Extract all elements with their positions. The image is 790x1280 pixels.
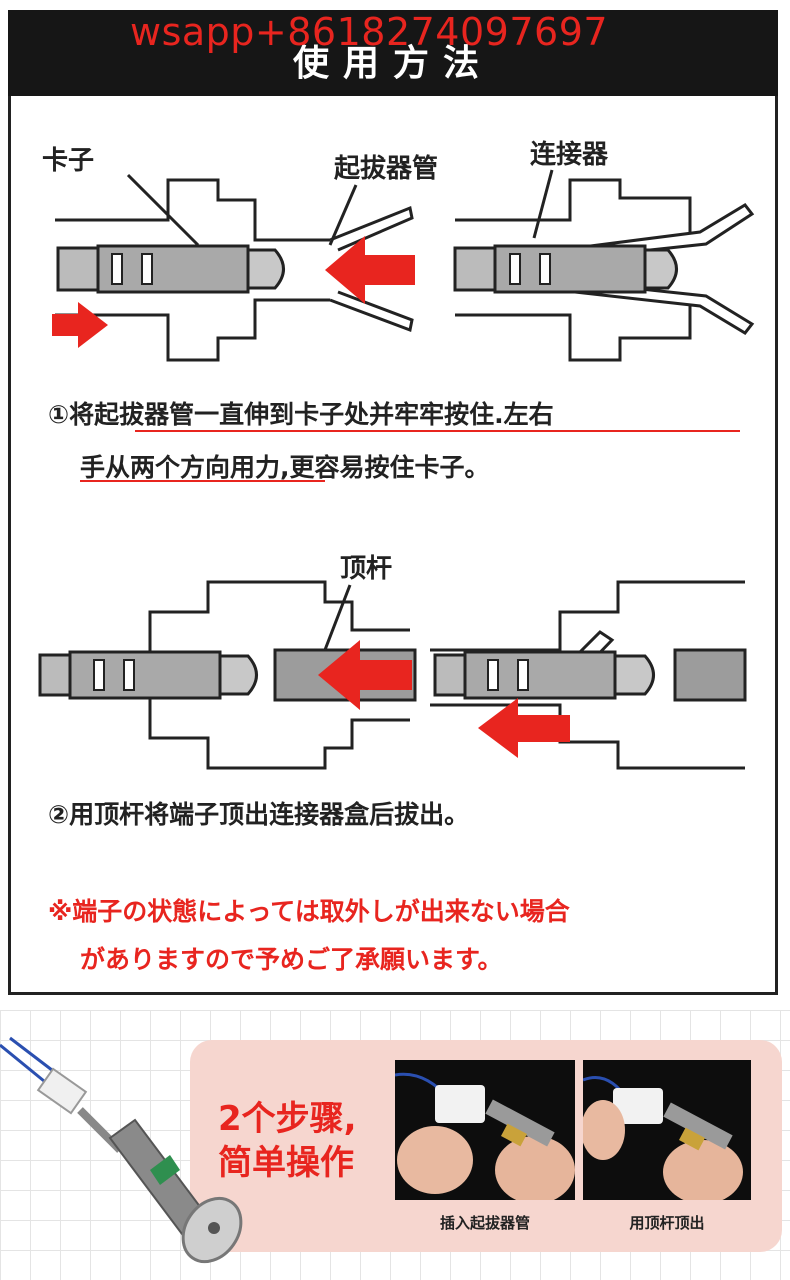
instruction-card [8, 10, 778, 995]
promo-headline-2: 简单操作 [218, 1143, 354, 1183]
header-bar [8, 10, 778, 96]
leader-tool [328, 184, 358, 246]
label-rod: 顶杆 [340, 554, 393, 584]
red-arrow-icon [325, 236, 415, 304]
red-arrow-icon [478, 698, 570, 758]
step1-underline2 [80, 480, 325, 482]
step1-line1: ①将起拔器管一直伸到卡子处并牢牢按住.左右 [48, 400, 554, 429]
step2-text: ②用顶杆将端子顶出连接器盒后拔出。 [48, 800, 470, 829]
diagram-1 [52, 169, 755, 362]
photo-push-rod [583, 1060, 751, 1200]
label-connector: 连接器 [530, 140, 609, 170]
red-arrow-icon [318, 640, 412, 710]
promo-headline-1: 2个步骤, [218, 1099, 357, 1139]
note-line2: がありますので予めご了承願います。 [80, 945, 503, 974]
step1-underline1 [135, 430, 740, 432]
label-tool: 起拔器管 [334, 154, 439, 184]
step1-line2: 手从两个方向用力,更容易按住卡子。 [80, 453, 490, 482]
red-arrow-icon [52, 302, 108, 348]
leader-clip [126, 173, 200, 247]
diagram-2 [38, 580, 747, 770]
photo-insert-tool [395, 1060, 575, 1200]
page-title: 使用方法 [292, 43, 493, 84]
caption-insert: 插入起拔器管 [439, 1214, 530, 1232]
note-line1: ※端子の状態によっては取外しが出来ない場合 [48, 897, 570, 926]
watermark: wsapp+8618274097697 [130, 10, 609, 54]
tool-icon [0, 1036, 243, 1264]
leader-connector [532, 169, 554, 239]
label-clip: 卡子 [42, 146, 95, 176]
caption-push: 用顶杆顶出 [629, 1214, 705, 1232]
